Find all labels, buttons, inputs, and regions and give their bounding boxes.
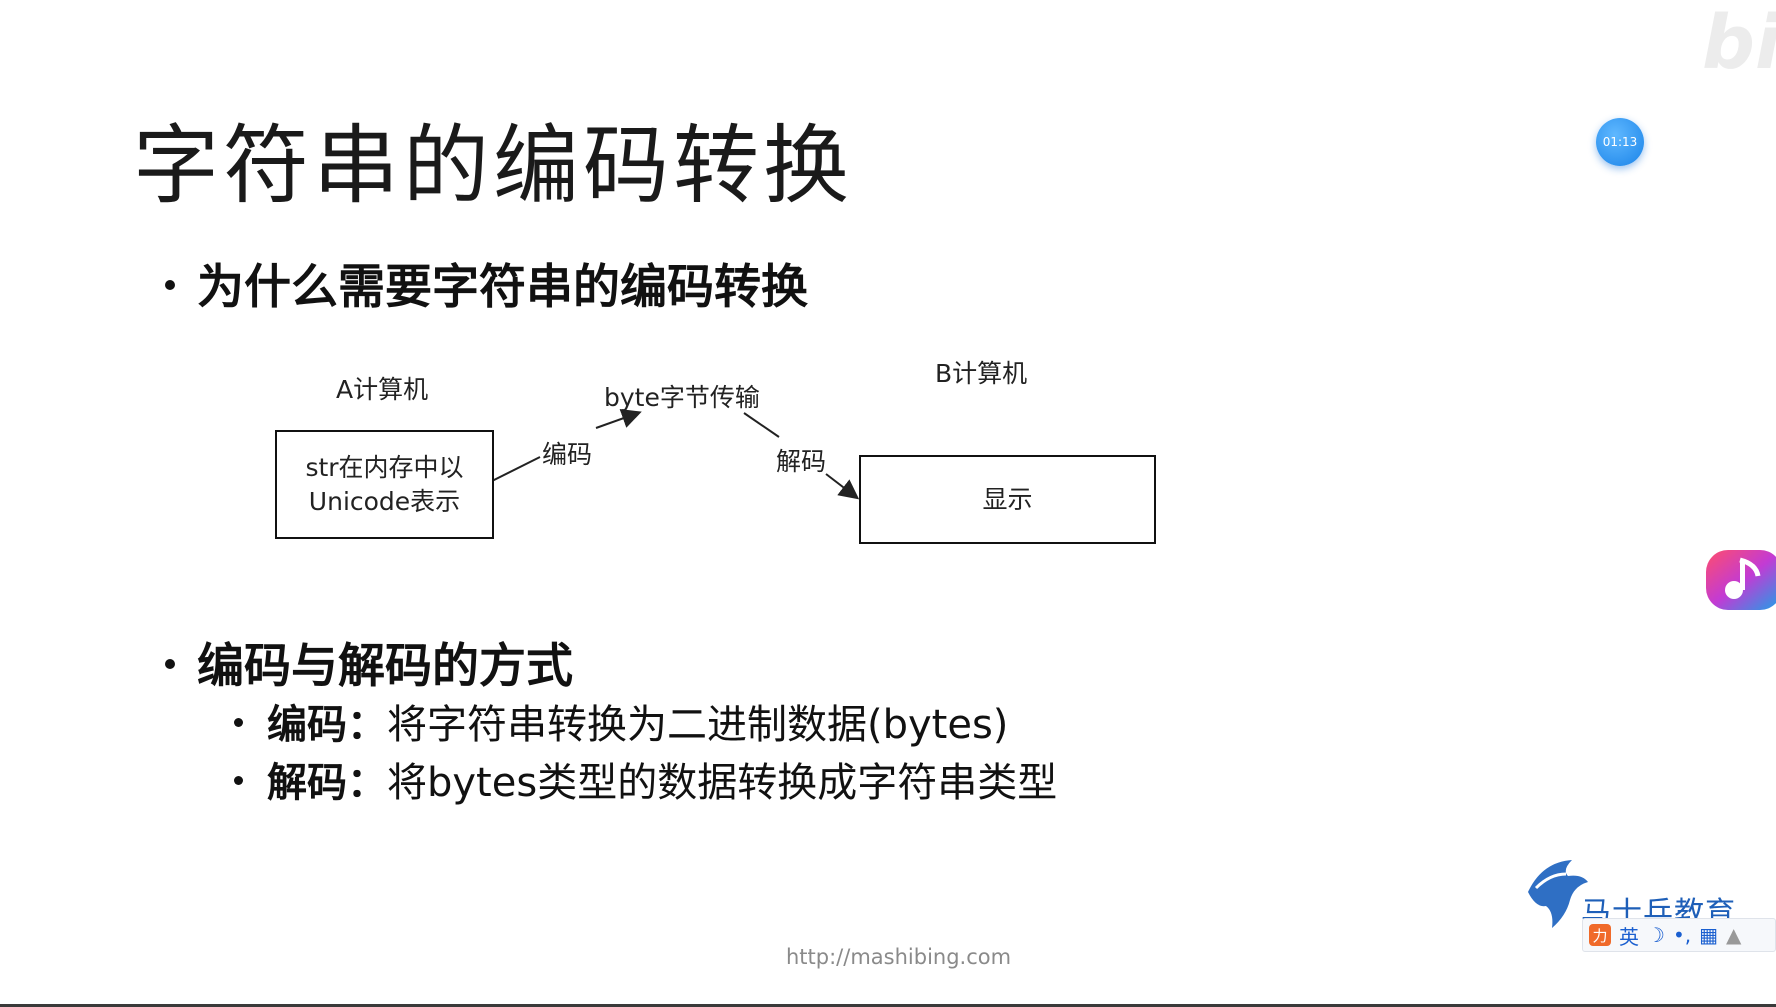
timer-label: 01:13 [1602,135,1638,149]
bullet-dot [234,775,243,785]
bottom-rule [0,1004,1776,1007]
footer-url: http://mashibing.com [786,945,1012,969]
box-b-label: 显示 [982,484,1033,514]
sub-bullet-encode: 编码：将字符串转换为二进制数据(bytes) [234,692,1008,750]
bilibili-watermark: bili [1702,0,1776,86]
punctuation-icon[interactable]: •, [1672,923,1692,947]
decode-label: 解码 [776,447,827,476]
transfer-label: byte字节传输 [604,383,760,412]
ime-toolbar[interactable]: 力 英 ☽ •, ▦ ▲ [1582,918,1776,952]
keyboard-icon[interactable]: ▦ [1699,923,1718,947]
sub-key: 编码： [267,702,387,748]
decode-arrow [825,473,860,500]
sub-key: 解码： [267,760,387,806]
sub-text: 将字符串转换为二进制数据(bytes) [387,702,1009,748]
decode-line [743,412,780,438]
bullet-text: 为什么需要字符串的编码转换 [197,260,808,315]
music-app-icon[interactable] [1704,546,1776,614]
computer-b-label: B计算机 [935,359,1028,388]
encode-arrow [595,408,642,429]
sub-text: 将bytes类型的数据转换成字符串类型 [387,760,1058,806]
moon-icon[interactable]: ☽ [1647,923,1665,947]
box-a-line1: str在内存中以 [305,452,464,482]
bullet-dot [165,658,175,669]
encode-label: 编码 [542,440,593,469]
box-a-line2: Unicode表示 [308,486,461,516]
bullet-dot [165,279,175,290]
encode-line [491,456,541,482]
sub-bullet-decode: 解码：将bytes类型的数据转换成字符串类型 [234,750,1057,808]
mashibing-logo-icon [1528,860,1588,928]
box-computer-b: 显示 [859,455,1156,544]
bullet-methods: 编码与解码的方式 [165,627,573,696]
ime-logo-icon[interactable]: 力 [1589,924,1611,946]
ime-mode[interactable]: 英 [1619,924,1639,949]
box-computer-a: str在内存中以 Unicode表示 [275,430,494,539]
computer-a-label: A计算机 [336,375,429,404]
page-title: 字符串的编码转换 [133,116,853,216]
timer-icon[interactable]: 01:13 [1596,118,1644,166]
bullet-text: 编码与解码的方式 [197,639,573,694]
bullet-dot [234,717,243,727]
bullet-why-encode: 为什么需要字符串的编码转换 [165,248,808,317]
user-icon[interactable]: ▲ [1726,923,1742,947]
